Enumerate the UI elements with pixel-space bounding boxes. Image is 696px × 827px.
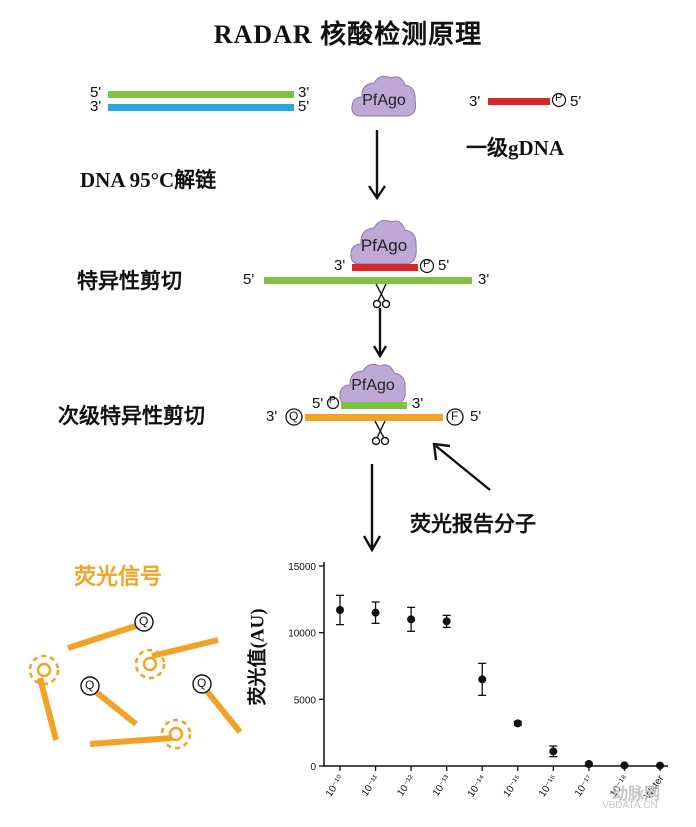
target-strand <box>264 277 472 284</box>
data-point <box>620 761 629 770</box>
data-point <box>656 761 664 770</box>
signal-label: 荧光信号 <box>74 564 163 589</box>
reporter-strand <box>305 414 443 421</box>
watermark-text: 动脉网 <box>612 786 661 803</box>
y-tick-label: 15000 <box>288 562 316 573</box>
process-arrows <box>362 130 388 553</box>
guide-strand <box>352 264 418 271</box>
cloud-icon <box>350 220 417 265</box>
phosphate-icon: P <box>326 395 340 415</box>
dna-sense-strand <box>108 91 294 98</box>
x-tick-label: 10⁻¹⁰ <box>324 773 347 799</box>
pfago-enzyme-3: PfAgo <box>337 358 409 408</box>
scissors-icon <box>372 283 391 309</box>
cloud-icon <box>339 363 406 405</box>
pfago-enzyme-2: PfAgo <box>348 214 420 268</box>
pfago-label: PfAgo <box>362 92 406 109</box>
fluorescence-signal-illustration <box>28 612 243 750</box>
gdna-3-end: 3' <box>469 93 481 110</box>
watermark-sub: VBDATA.CN <box>602 800 658 811</box>
strand2-3-end: 3' <box>90 98 102 115</box>
x-tick-label: 10⁻¹⁴ <box>466 773 489 799</box>
signal-quencher-3: Q <box>197 676 207 690</box>
reporter-label: 荧光报告分子 <box>410 513 536 536</box>
data-point <box>371 608 380 617</box>
phosphate-icon: P <box>419 258 435 279</box>
guide-5-end: 5' <box>438 257 450 274</box>
secondary-guide-5-end: 5' <box>312 395 324 412</box>
quencher-icon: Q <box>284 407 304 432</box>
data-point <box>478 675 487 684</box>
specific-cut-label: 特异性剪切 <box>77 270 182 293</box>
gdna-strand <box>488 98 550 105</box>
pfago-label: PfAgo <box>360 236 408 255</box>
x-tick-label: 10⁻¹¹ <box>360 773 383 799</box>
fluorophore-label: F <box>451 409 459 423</box>
dna-antisense-strand <box>108 104 294 111</box>
data-point <box>336 606 344 614</box>
phosphate-label: P <box>555 92 563 104</box>
dna-melt-label: DNA 95°C解链 <box>80 168 217 192</box>
cloud-icon <box>351 75 416 117</box>
y-tick-label: 0 <box>310 762 316 773</box>
data-point <box>549 747 558 756</box>
data-point <box>513 719 522 728</box>
secondary-guide-strand <box>341 402 407 409</box>
secondary-cut-label: 次级特异性剪切 <box>58 405 205 428</box>
data-point <box>442 617 451 626</box>
phosphate-label: P <box>423 258 431 270</box>
primary-gdna-label: 一级gDNA <box>466 136 564 160</box>
gdna-5-end: 5' <box>570 93 582 110</box>
y-tick-label: 10000 <box>288 629 316 640</box>
reporter-5-end: 5' <box>470 408 482 425</box>
x-tick-label: 10⁻¹⁶ <box>537 773 560 799</box>
data-point <box>584 760 593 768</box>
pfago-enzyme-1: PfAgo <box>349 70 419 120</box>
fluorophore-icon: F <box>445 407 465 432</box>
x-tick-label: 10⁻¹² <box>395 773 418 799</box>
data-point <box>407 615 416 624</box>
x-tick-label: 10⁻¹⁷ <box>573 773 596 799</box>
x-tick-label: 10⁻¹⁵ <box>502 773 525 799</box>
secondary-guide-3-end: 3' <box>412 395 424 412</box>
x-tick-label: 10⁻¹³ <box>431 773 454 799</box>
y-tick-label: 5000 <box>294 695 317 706</box>
reporter-3-end: 3' <box>266 408 278 425</box>
scissors-icon <box>371 420 390 446</box>
phosphate-label: P <box>329 395 336 406</box>
pfago-label: PfAgo <box>351 377 395 394</box>
strand2-5-end: 5' <box>298 98 310 115</box>
strand1-5-end: 5' <box>90 84 102 101</box>
reporter-arrow <box>432 442 491 491</box>
target-5-end: 5' <box>243 271 255 288</box>
y-axis-label: 荧光值(AU) <box>247 608 269 706</box>
phosphate-icon: P <box>551 92 567 113</box>
fluorescence-chart: 0 5000 10000 15000 10⁻¹⁰ 10⁻¹¹ 10⁻¹² 10⁻¹³ 10⁻¹⁴… <box>288 562 668 801</box>
page-title: RADAR 核酸检测原理 <box>213 20 483 49</box>
target-3-end: 3' <box>478 271 490 288</box>
signal-quencher-2: Q <box>85 678 95 692</box>
signal-quencher-1: Q <box>139 614 149 628</box>
strand1-3-end: 3' <box>298 84 310 101</box>
quencher-label: Q <box>289 409 299 423</box>
guide-3-end: 3' <box>334 257 346 274</box>
